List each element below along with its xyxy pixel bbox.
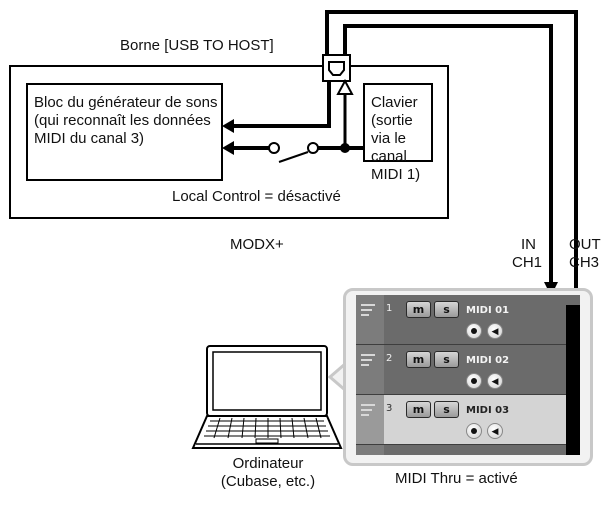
keyboard-box — [363, 83, 433, 162]
usb-to-generator-line — [230, 81, 331, 128]
mute-button[interactable]: m — [406, 351, 431, 368]
mute-button[interactable]: m — [406, 401, 431, 418]
record-icon[interactable] — [466, 373, 482, 389]
in-label-line1: IN — [521, 236, 536, 253]
sound-generator-label: Bloc du générateur de sons (qui reconnaî… — [34, 94, 218, 147]
track-color-strip — [356, 295, 384, 344]
local-control-label: Local Control = désactivé — [172, 188, 341, 205]
track-row-2[interactable]: 2 m s MIDI 02 ◀ — [356, 345, 580, 395]
switch-contact-left — [268, 142, 280, 154]
computer-label-line1: Ordinateur — [232, 455, 304, 472]
monitor-icon[interactable]: ◀ — [487, 323, 503, 339]
track-color-strip — [356, 395, 384, 444]
mute-button[interactable]: m — [406, 301, 431, 318]
track-name: MIDI 01 — [466, 305, 510, 316]
track-color-strip — [356, 345, 384, 394]
track-type-icon — [361, 304, 375, 318]
track-number: 2 — [386, 353, 393, 364]
usb-up-arrowhead — [336, 78, 354, 95]
level-meter — [566, 305, 580, 455]
usb-port-shape — [328, 61, 345, 76]
switch-contact-right — [307, 142, 319, 154]
device-name-label: MODX+ — [230, 236, 284, 253]
computer-label-line2: (Cubase, etc.) — [220, 473, 316, 490]
junction-dot — [340, 143, 350, 153]
track-name: MIDI 03 — [466, 405, 510, 416]
generator-upper-arrowhead — [222, 119, 234, 133]
monitor-icon[interactable]: ◀ — [487, 423, 503, 439]
out-cable — [325, 10, 578, 288]
track-color-strip — [356, 445, 384, 455]
record-icon[interactable] — [466, 423, 482, 439]
track-name: MIDI 02 — [466, 355, 510, 366]
laptop-icon — [191, 345, 343, 449]
track-row-partial — [356, 445, 580, 455]
midi-thru-label: MIDI Thru = activé — [395, 470, 518, 487]
generator-lower-arrowhead — [222, 141, 234, 155]
out-label-line1: OUT — [569, 236, 601, 253]
usb-terminal-label: Borne [USB TO HOST] — [120, 37, 274, 54]
in-cable — [343, 24, 553, 288]
track-type-icon — [361, 404, 375, 418]
track-row-1[interactable]: 1 m s MIDI 01 ◀ — [356, 295, 580, 345]
track-row-3[interactable]: 3 m s MIDI 03 ◀ — [356, 395, 580, 445]
record-icon[interactable] — [466, 323, 482, 339]
solo-button[interactable]: s — [434, 401, 459, 418]
out-label-line2: CH3 — [569, 254, 600, 271]
track-type-icon — [361, 354, 375, 368]
in-label-line2: CH1 — [512, 254, 543, 271]
daw-track-list: 1 m s MIDI 01 ◀ 2 m s MIDI 02 ◀ 3 m s MI… — [356, 295, 580, 455]
track-number: 1 — [386, 303, 393, 314]
track-number: 3 — [386, 403, 393, 414]
solo-button[interactable]: s — [434, 301, 459, 318]
sound-generator-box — [26, 83, 223, 181]
monitor-icon[interactable]: ◀ — [487, 373, 503, 389]
switch-icon — [278, 151, 309, 163]
solo-button[interactable]: s — [434, 351, 459, 368]
keyboard-label: Clavier (sortie via le canal MIDI 1) — [371, 94, 421, 183]
